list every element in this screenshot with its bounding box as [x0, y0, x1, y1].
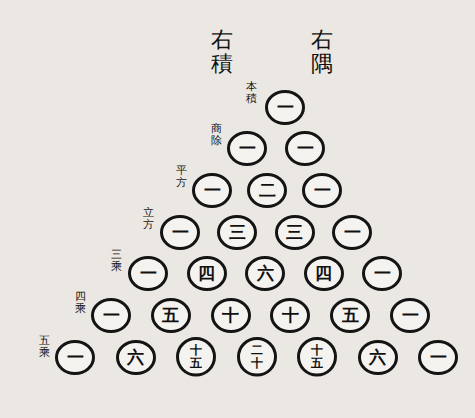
number-circle: 一 [91, 298, 131, 333]
circle-border [152, 299, 189, 331]
circle-border [272, 299, 309, 331]
count-number: 一 [239, 140, 256, 157]
number-circle: 六 [245, 256, 285, 291]
count-number: 四 [198, 265, 215, 282]
row-label: 四乘 [75, 290, 86, 314]
circle-border [57, 341, 94, 373]
number-circle: 三 [217, 215, 257, 250]
circle-border [130, 257, 167, 289]
count-number: 一 [430, 349, 447, 366]
row-label: 商除 [211, 122, 222, 146]
count-number: 十五 [311, 344, 323, 370]
circle-border [229, 132, 266, 164]
circle-border [299, 339, 336, 376]
count-number: 一 [297, 140, 314, 157]
count-number: 二 [259, 182, 276, 199]
number-circle: 一 [55, 340, 95, 375]
number-circle: 一 [332, 215, 372, 250]
circle-border [392, 299, 429, 331]
number-circle: 一 [192, 173, 232, 208]
number-circle: 一 [160, 215, 200, 250]
number-circle: 六 [116, 340, 156, 375]
circle-border [188, 257, 225, 289]
count-number: 一 [277, 99, 294, 116]
count-number: 十五 [190, 344, 202, 370]
count-number: 一 [67, 349, 84, 366]
number-circle: 一 [362, 256, 402, 291]
number-circle: 一 [390, 298, 430, 333]
circle-border [276, 216, 313, 248]
circle-border [247, 257, 284, 289]
column-heading: 右隅 [311, 28, 333, 76]
circle-border [359, 341, 396, 373]
number-circle: 四 [304, 256, 344, 291]
circle-border [178, 339, 215, 376]
number-circle: 三 [275, 215, 315, 250]
circle-border [332, 299, 369, 331]
number-circle: 十五 [297, 337, 337, 377]
count-number: 五 [342, 307, 359, 324]
row-label: 五乘 [39, 334, 50, 358]
circle-border [287, 132, 324, 164]
number-circle: 一 [128, 256, 168, 291]
number-circle: 一 [302, 173, 342, 208]
circle-border [249, 174, 286, 206]
count-number: 一 [172, 224, 189, 241]
count-number: 一 [140, 265, 157, 282]
count-number: 五 [162, 307, 179, 324]
circle-border [305, 257, 342, 289]
row-label: 立方 [143, 206, 154, 230]
number-circle: 十 [211, 298, 251, 333]
count-number: 四 [315, 265, 332, 282]
number-circle: 十 [270, 298, 310, 333]
count-number: 三 [286, 224, 303, 241]
number-circle: 一 [227, 131, 267, 166]
circle-border [364, 257, 401, 289]
number-circle: 六 [358, 340, 398, 375]
count-number: 一 [103, 307, 120, 324]
circle-border [304, 174, 341, 206]
number-circle: 四 [187, 256, 227, 291]
circle-border [117, 341, 154, 373]
count-number: 一 [204, 182, 221, 199]
number-circle: 二十 [237, 337, 277, 377]
row-label: 三乘 [111, 248, 122, 272]
number-circle: 五 [330, 298, 370, 333]
column-heading: 右積 [211, 28, 233, 76]
count-number: 二十 [251, 344, 263, 370]
number-circle: 五 [151, 298, 191, 333]
row-label: 平方 [176, 164, 187, 188]
number-circle: 十五 [176, 337, 216, 377]
circle-border [194, 174, 231, 206]
number-circle: 二 [247, 173, 287, 208]
count-number: 六 [257, 265, 274, 282]
count-number: 一 [374, 265, 391, 282]
number-circle: 一 [418, 340, 458, 375]
circle-border [93, 299, 130, 331]
row-label: 本積 [246, 80, 257, 104]
count-number: 十 [282, 307, 299, 324]
number-circle: 一 [265, 90, 305, 125]
circle-border [334, 216, 371, 248]
count-number: 三 [229, 224, 246, 241]
count-number: 十 [222, 307, 239, 324]
number-circle: 一 [285, 131, 325, 166]
count-number: 一 [314, 182, 331, 199]
count-number: 一 [344, 224, 361, 241]
count-number: 六 [369, 349, 386, 366]
count-number: 六 [127, 349, 144, 366]
circle-border [238, 339, 275, 376]
circle-border [212, 299, 249, 331]
count-number: 一 [402, 307, 419, 324]
circle-border [162, 216, 199, 248]
circle-border [420, 341, 457, 373]
circle-border [267, 91, 304, 123]
circle-border [219, 216, 256, 248]
